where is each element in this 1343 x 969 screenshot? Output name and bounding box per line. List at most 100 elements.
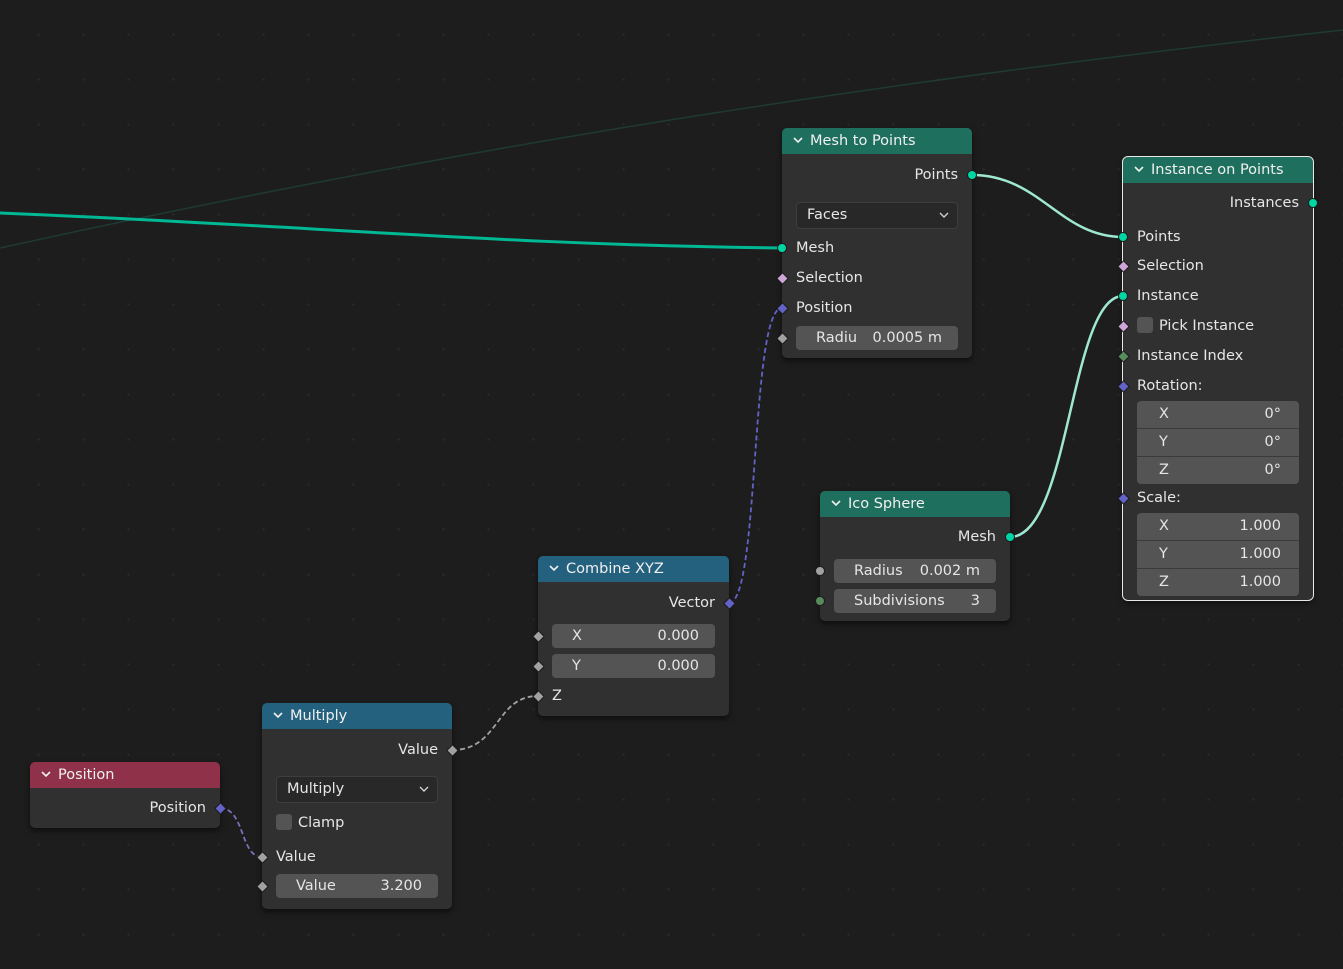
input-pick-instance: Pick Instance [1116,312,1313,340]
chevron-down-icon[interactable] [1133,163,1145,175]
chevron-down-icon[interactable] [830,497,842,509]
dropdown-value: Multiply [287,781,345,797]
socket-label: Selection [796,270,863,286]
node-title: Ico Sphere [848,496,925,512]
link-mesh-input[interactable] [0,211,783,250]
field-label: X [572,628,582,644]
link-vector-position[interactable] [728,307,783,604]
axis-value: 1.000 [1239,518,1281,534]
socket-label: Points [914,167,958,183]
chevron-down-icon [939,212,949,218]
input-z: Z [531,682,729,710]
node-multiply[interactable]: Multiply Value Multiply Clamp Value Valu… [255,703,459,909]
geometry-socket[interactable] [1005,532,1015,542]
link-background-faint [0,29,1343,249]
node-header[interactable]: Position [30,762,220,788]
socket-label: Scale: [1137,490,1181,506]
float-socket[interactable] [815,566,825,576]
input-radius: Radiu 0.0005 m [775,324,972,352]
input-mesh: Mesh [777,234,972,262]
link-points[interactable] [971,173,1124,239]
subdivisions-field[interactable]: Subdivisions 3 [834,589,996,613]
checkbox-box[interactable] [1137,316,1153,333]
axis-label: Z [1159,574,1169,590]
node-combine-xyz[interactable]: Combine XYZ Vector X 0.000 Y 0.000 Z [531,556,736,716]
input-value-linked: Value [255,843,452,871]
chevron-down-icon[interactable] [792,134,804,146]
checkbox-label: Clamp [298,815,345,831]
axis-value: 0° [1264,462,1281,478]
output-vector: Vector [538,589,736,617]
dropdown-value: Faces [807,207,848,223]
x-field[interactable]: X 0.000 [552,624,715,648]
geometry-socket[interactable] [1118,291,1128,301]
input-value: Value 3.200 [255,872,452,900]
node-ico-sphere[interactable]: Ico Sphere Mesh Radius 0.002 m Subdivisi… [815,491,1015,621]
checkbox-box[interactable] [276,813,292,830]
socket-label: Points [1137,229,1181,245]
node-header[interactable]: Combine XYZ [538,556,729,582]
value-field[interactable]: Value 3.200 [276,874,438,898]
axis-value: 0° [1264,434,1281,450]
axis-label: Y [1159,546,1168,562]
operation-row: Multiply [262,775,452,803]
node-title: Instance on Points [1151,162,1284,178]
socket-label: Mesh [796,240,835,256]
clamp-checkbox[interactable]: Clamp [276,809,344,837]
field-value: 0.000 [657,628,699,644]
node-position[interactable]: Position Position [30,762,227,828]
node-header[interactable]: Instance on Points [1123,157,1313,183]
scale-z-field[interactable]: Z 1.000 [1137,569,1299,596]
operation-dropdown[interactable]: Multiply [276,776,438,803]
input-rotation: Rotation: [1116,372,1313,400]
input-instance: Instance [1118,282,1313,310]
input-points: Points [1118,223,1313,251]
geometry-socket[interactable] [967,170,977,180]
chevron-down-icon[interactable] [272,709,284,721]
geometry-socket[interactable] [777,243,787,253]
radius-field[interactable]: Radiu 0.0005 m [796,326,958,350]
socket-label: Instance Index [1137,348,1244,364]
input-y: Y 0.000 [531,652,729,680]
geometry-socket[interactable] [1308,198,1318,208]
input-instance-index: Instance Index [1116,342,1313,370]
node-header[interactable]: Multiply [262,703,452,729]
mode-dropdown[interactable]: Faces [796,202,958,229]
integer-socket[interactable] [815,596,825,606]
chevron-down-icon[interactable] [548,562,560,574]
radius-field[interactable]: Radius 0.002 m [834,559,996,583]
node-title: Multiply [290,708,348,724]
chevron-down-icon[interactable] [40,768,52,780]
input-selection: Selection [775,264,972,292]
input-selection: Selection [1116,252,1313,280]
geometry-socket[interactable] [1118,232,1128,242]
node-header[interactable]: Mesh to Points [782,128,972,154]
axis-value: 1.000 [1239,574,1281,590]
y-field[interactable]: Y 0.000 [552,654,715,678]
node-title: Mesh to Points [810,133,916,149]
link-position-value[interactable] [219,807,263,858]
link-value-z[interactable] [451,695,539,751]
node-header[interactable]: Ico Sphere [820,491,1010,517]
input-x: X 0.000 [531,622,729,650]
socket-label: Value [398,742,438,758]
input-position: Position [775,294,972,322]
field-label: Radiu [816,330,858,346]
node-instance-on-points[interactable]: Instance on Points Instances Points Sele… [1116,156,1318,601]
output-points: Points [782,161,977,189]
pick-instance-checkbox[interactable]: Pick Instance [1137,312,1254,340]
field-value: 0.000 [657,658,699,674]
node-mesh-to-points[interactable]: Mesh to Points Points Faces Mesh Selecti… [775,128,977,358]
checkbox-label: Pick Instance [1159,318,1255,334]
field-label: Radius [854,563,903,579]
axis-value: 0° [1264,406,1281,422]
link-instance[interactable] [1009,294,1124,539]
socket-label: Instance [1137,288,1199,304]
socket-label: Z [552,688,562,704]
field-label: Y [572,658,581,674]
